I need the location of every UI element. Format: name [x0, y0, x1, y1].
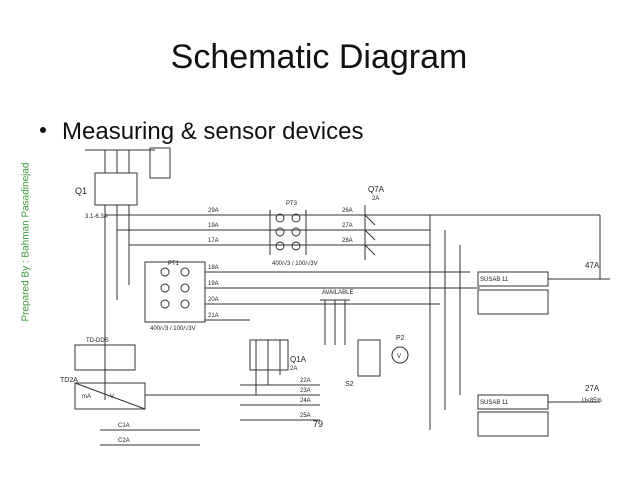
label-q1: Q1 — [75, 186, 87, 196]
label-available: AVAILABLE — [322, 290, 353, 296]
s2-switch — [357, 339, 381, 377]
label-td2a: TD2A — [60, 377, 78, 384]
pt1-transformer — [144, 261, 206, 323]
label-q1-spec: 3.1-6.3A — [85, 214, 108, 220]
q1a-breaker — [249, 339, 289, 395]
wire-label-9: 23A — [300, 388, 311, 394]
label-s2: S2 — [345, 381, 354, 388]
wire-label-1: 29A — [208, 208, 219, 214]
label-27a-set: U<85% — [582, 398, 603, 404]
label-pt1-spec: 400/√3 / 100/√3V — [150, 325, 196, 332]
wire-label-12: 26A — [342, 208, 353, 214]
p2-voltmeter — [391, 346, 409, 364]
wire-label-5: 19A — [208, 281, 219, 287]
label-ma: mA — [82, 394, 91, 400]
q7a-breaker — [364, 205, 376, 260]
label-47a: 47A — [585, 261, 600, 270]
q1-breaker — [94, 172, 138, 206]
wire-label-8: 22A — [300, 378, 311, 384]
label-q7a-sub: 2A — [372, 196, 379, 202]
bullet-item: Measuring & sensor devices — [40, 118, 363, 146]
wire-label-14: 28A — [342, 238, 353, 244]
label-pt3: PT3 — [286, 201, 298, 207]
slide-title: Schematic Diagram — [170, 38, 468, 76]
td-dds-block — [74, 344, 136, 371]
label-q1a-sub: 2A — [290, 366, 297, 372]
label-27a-code: SUSAB 11 — [480, 400, 509, 406]
wire-label-16: C2A — [118, 438, 130, 444]
page-number: 79 — [313, 419, 323, 429]
label-v: V — [397, 354, 401, 360]
label-27a: 27A — [585, 384, 600, 393]
pt3-transformer — [269, 210, 307, 255]
wire-label-10: 24A — [300, 398, 311, 404]
label-td-v: V — [110, 394, 114, 400]
label-q1a: Q1A — [290, 355, 307, 364]
wire-label-6: 20A — [208, 297, 219, 303]
wire-label-4: 18A — [208, 265, 219, 271]
label-pt3-spec: 400/√3 / 100/√3V — [272, 260, 318, 267]
wire-label-7: 21A — [208, 313, 219, 319]
label-47a-code: SUSAB 11 — [480, 277, 509, 283]
wire-label-3: 17A — [208, 238, 219, 244]
bullet-dot — [40, 126, 46, 133]
label-q7a: Q7A — [368, 185, 385, 194]
wire-label-15: C1A — [118, 423, 130, 429]
bullet-text: Measuring & sensor devices — [62, 118, 364, 145]
wire-label-13: 27A — [342, 223, 353, 229]
wire-label-11: 25A — [300, 413, 311, 419]
label-td-dds: TD-DDS — [86, 338, 109, 344]
label-p2: P2 — [396, 335, 405, 342]
wire-label-2: 19A — [208, 223, 219, 229]
label-pt1: PT1 — [168, 261, 180, 267]
td2a-transducer — [74, 382, 146, 410]
